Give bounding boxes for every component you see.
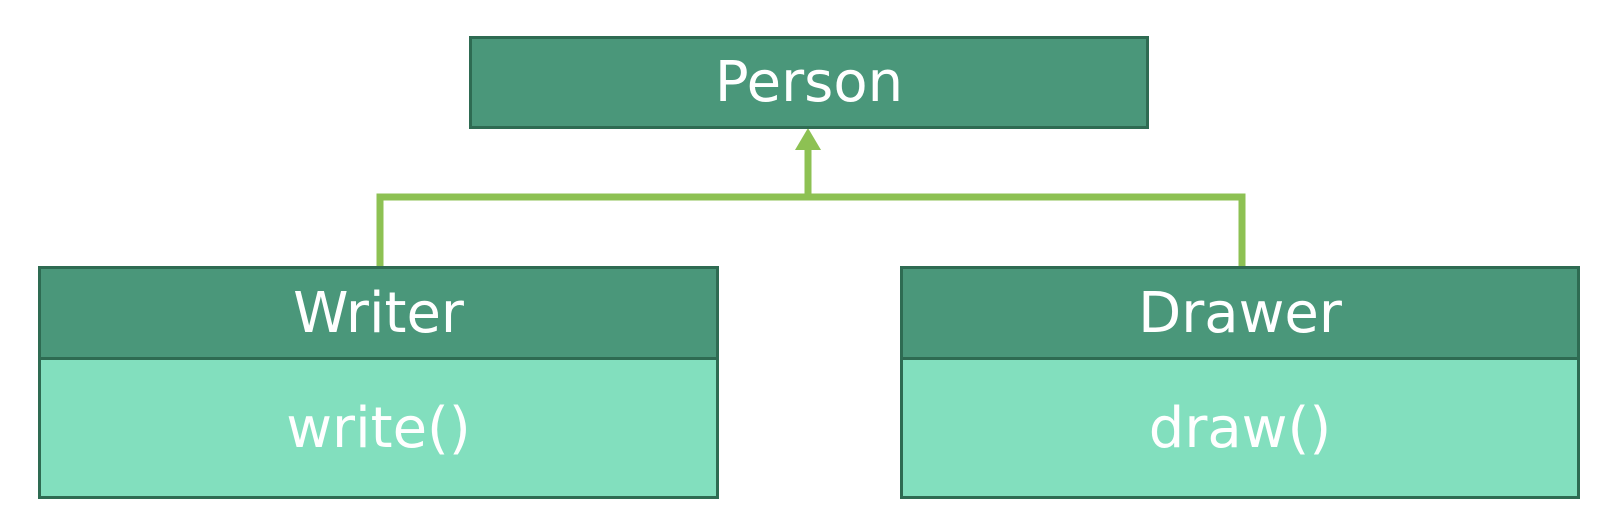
person-class-box: Person xyxy=(469,36,1149,129)
person-class-name: Person xyxy=(714,50,904,115)
inheritance-arrowhead xyxy=(795,128,821,150)
drawer-class-header: Drawer xyxy=(900,266,1580,360)
writer-class-body: write() xyxy=(38,357,719,499)
writer-class-name: Writer xyxy=(293,280,464,346)
connector-line xyxy=(376,193,1246,266)
drawer-class-body: draw() xyxy=(900,357,1580,499)
writer-class-header: Writer xyxy=(38,266,719,360)
writer-method: write() xyxy=(286,395,471,461)
drawer-class-name: Drawer xyxy=(1138,280,1342,346)
drawer-method: draw() xyxy=(1148,395,1332,461)
